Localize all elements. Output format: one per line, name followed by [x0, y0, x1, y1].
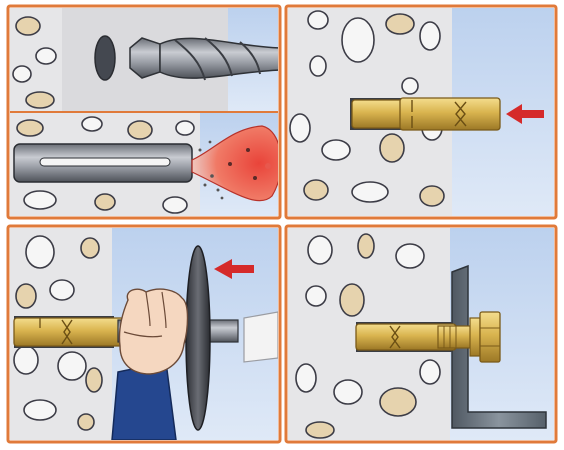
- hex-nut-icon: [469, 311, 501, 363]
- angle-bracket-icon: [451, 264, 547, 429]
- dust-cloud-icon: [191, 125, 278, 202]
- drill-bit-icon: [129, 37, 278, 81]
- hand-icon: [111, 288, 189, 440]
- insert-anchor-panel: [284, 4, 558, 220]
- panel-top-left: [6, 4, 282, 220]
- clean-hole-panel: [10, 113, 278, 216]
- blow-pump-icon: [13, 143, 193, 183]
- drill-hole-panel: [10, 8, 278, 112]
- anchor-bolt-icon: [13, 317, 125, 347]
- hammer-set-panel: [6, 224, 282, 444]
- arrow-left-icon: [506, 104, 544, 124]
- arrow-left-icon: [214, 259, 254, 279]
- concrete-wall-icon: [12, 16, 57, 109]
- fix-bracket-panel: [284, 224, 558, 444]
- anchor-bolt-icon: [351, 97, 501, 131]
